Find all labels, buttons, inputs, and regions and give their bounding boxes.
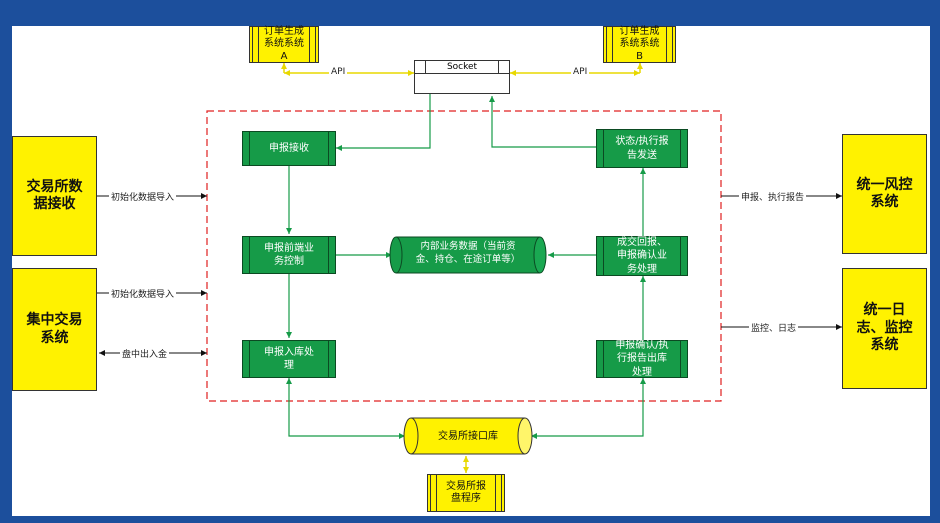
exchange-interface-db-label: 交易所接口库: [438, 431, 498, 442]
confirm-out-box: 申报确认/执 行报告出库 处理: [596, 340, 688, 378]
status-to-socket: [489, 96, 596, 148]
pre-control-box: 申报前端业 务控制: [242, 236, 336, 274]
store-to-db: [286, 378, 405, 439]
init-import-label-1: 初始化数据导入: [109, 190, 177, 203]
socket-to-receive: [336, 94, 431, 151]
centralized-trading-system: 集中交易 系统: [12, 268, 97, 391]
intraday-funds-label: 盘中出入金: [120, 347, 170, 360]
socket-box: Socket: [414, 60, 510, 94]
report-store-box: 申报入库处 理: [242, 340, 336, 378]
order-system-b: 订单生成 系统系统 B: [603, 26, 676, 63]
dashed-boundary: [206, 110, 722, 402]
api-label-right: API: [571, 67, 590, 77]
unified-risk-system: 统一风控 系统: [842, 134, 927, 254]
api-label-left: API: [329, 67, 348, 77]
exchange-db-cylinder: [403, 417, 533, 455]
monitor-log-label: 监控、日志: [749, 321, 799, 334]
db-to-confirm: [531, 378, 646, 439]
internal-data-label: 内部业务数据（当前资 金、持仓、在途订单等）: [415, 241, 521, 265]
exchange-data-receive-system: 交易所数 据接收: [12, 136, 97, 256]
status-send-box: 状态/执行报 告发送: [596, 129, 688, 168]
report-exec-label: 申报、执行报告: [739, 190, 807, 203]
unified-log-monitor-system: 统一日 志、监控 系统: [842, 268, 927, 389]
internal-data-cylinder: [389, 236, 547, 274]
socket-label: Socket: [446, 62, 478, 72]
report-receive-box: 申报接收: [242, 131, 336, 166]
exchange-report-program: 交易所报 盘程序: [427, 474, 505, 512]
fill-confirm-box: 成交回报、 申报确认业 务处理: [596, 236, 688, 276]
order-system-a: 订单生成 系统系统 A: [249, 26, 319, 63]
init-import-label-2: 初始化数据导入: [109, 287, 177, 300]
